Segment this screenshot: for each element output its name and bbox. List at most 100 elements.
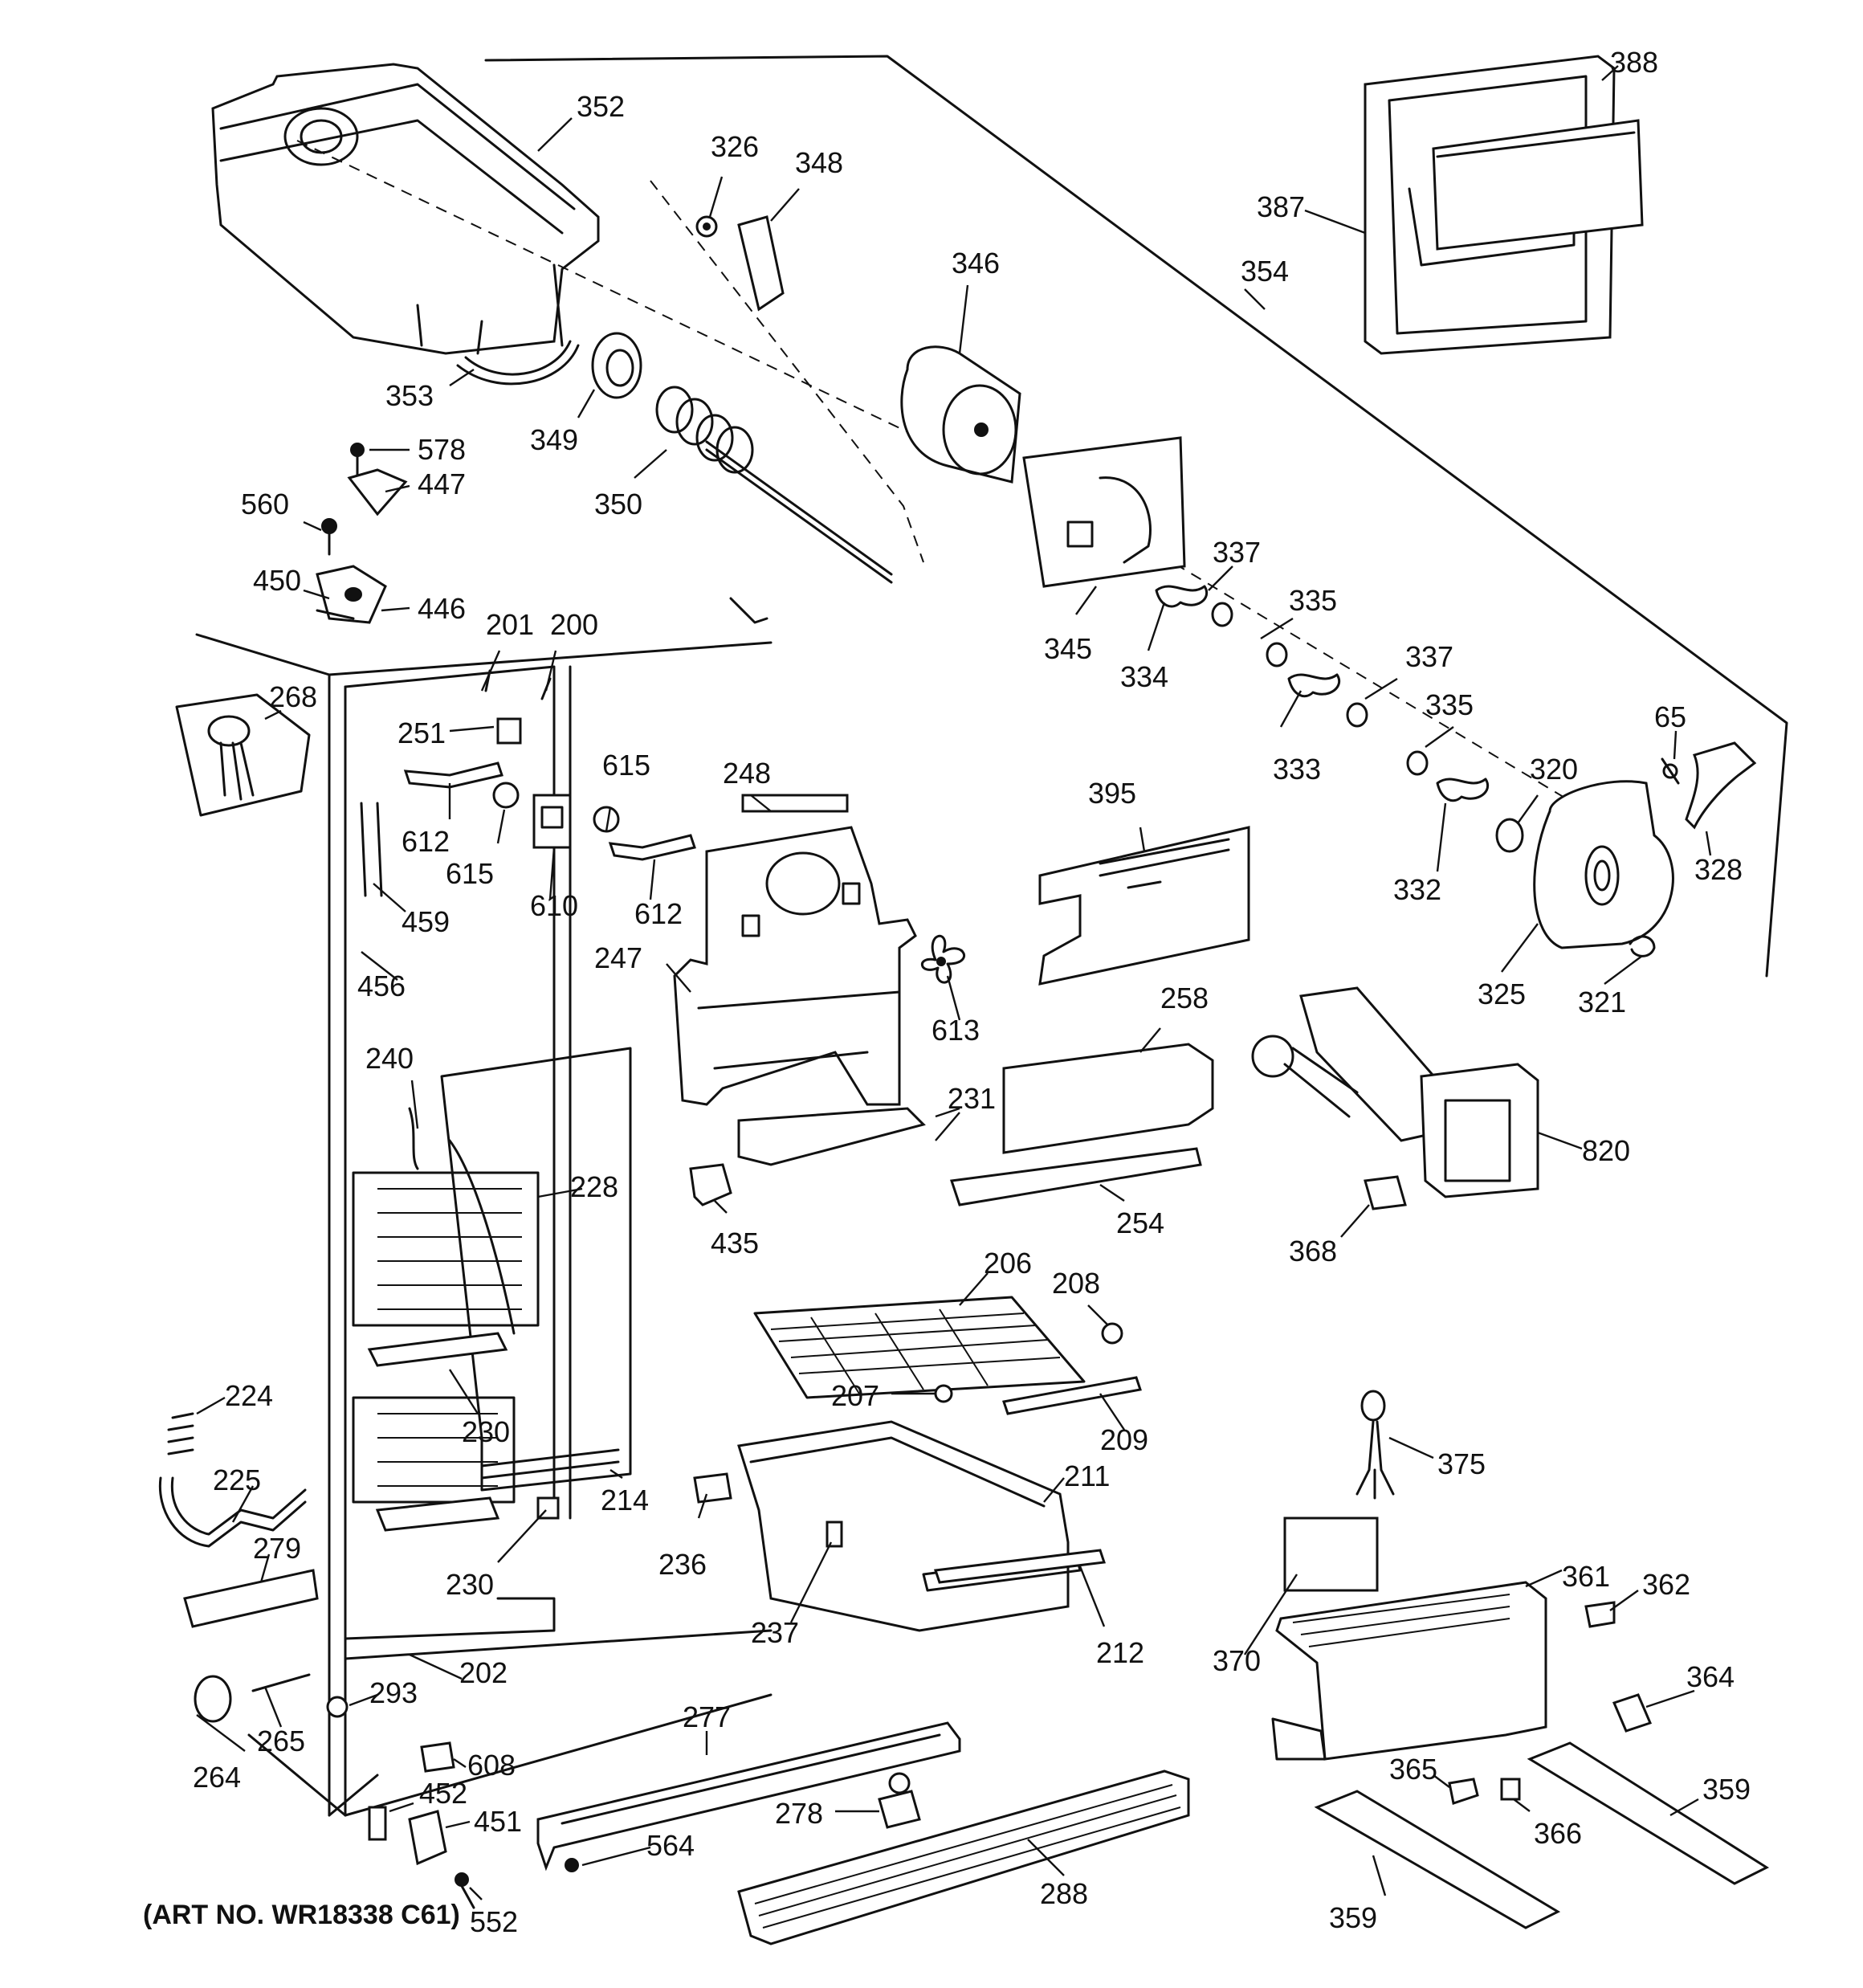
callout-325: 325: [1478, 978, 1526, 1010]
callout-224: 224: [225, 1379, 273, 1412]
callout-265: 265: [257, 1725, 305, 1757]
callout-326: 326: [711, 130, 759, 163]
bucket-bail: [456, 340, 580, 386]
rail-277: [536, 1721, 961, 1872]
hinge-pin-450: [316, 609, 355, 620]
callout-225: 225: [213, 1463, 261, 1496]
callout-612b: 612: [634, 897, 683, 930]
callout-212: 212: [1096, 1636, 1144, 1669]
callout-353: 353: [385, 379, 434, 412]
pin-237: [826, 1521, 843, 1548]
bracket-612a: [403, 761, 503, 789]
clip-362: [1584, 1601, 1616, 1628]
stop-608: [420, 1741, 455, 1773]
freezer-bin-211: [737, 1420, 1082, 1632]
auger-bearing: [591, 332, 642, 399]
evaporator-cover-214: [440, 1047, 632, 1492]
plate-452: [368, 1806, 387, 1841]
callout-359b: 359: [1702, 1773, 1751, 1806]
callout-435: 435: [711, 1227, 759, 1259]
relay-370: [1283, 1517, 1379, 1592]
callout-450: 450: [253, 564, 301, 597]
callout-613: 613: [932, 1014, 980, 1047]
callout-447: 447: [418, 467, 466, 500]
defrost-bracket-230b: [375, 1496, 500, 1532]
callout-268: 268: [269, 680, 317, 713]
spring-224: [167, 1412, 194, 1455]
callout-332: 332: [1393, 873, 1441, 906]
wire-harness-375: [1355, 1390, 1395, 1500]
screw-564: [565, 1858, 579, 1872]
callout-335a: 335: [1289, 584, 1337, 617]
callout-388: 388: [1610, 46, 1658, 79]
callout-334: 334: [1120, 660, 1168, 693]
callout-288: 288: [1040, 1877, 1088, 1910]
light-socket-box: [175, 693, 311, 817]
callout-370: 370: [1213, 1644, 1261, 1677]
callout-345: 345: [1044, 632, 1092, 665]
spring-337a: [1211, 602, 1233, 627]
callout-608: 608: [467, 1749, 516, 1782]
callout-254: 254: [1116, 1206, 1164, 1239]
pin-265: [251, 1673, 311, 1692]
callout-231: 231: [948, 1082, 996, 1115]
callout-346: 346: [952, 247, 1000, 280]
callout-206: 206: [984, 1247, 1032, 1280]
callout-350: 350: [594, 488, 642, 520]
hinge-293: [326, 1696, 349, 1718]
bracket-612b: [608, 834, 696, 861]
auger-motor-drum: [900, 345, 1021, 484]
roller-278: [878, 1772, 921, 1829]
drain-tube-225: [158, 1476, 307, 1548]
callout-209: 209: [1100, 1423, 1148, 1456]
ice-chute-cover-258: [1002, 1043, 1214, 1154]
art-number-caption: (ART NO. WR18338 C61): [143, 1900, 460, 1930]
hinge-451: [408, 1810, 447, 1866]
callout-320: 320: [1530, 753, 1578, 786]
bracket-279: [183, 1569, 319, 1628]
callout-552: 552: [470, 1905, 518, 1938]
callout-321: 321: [1578, 986, 1626, 1018]
callout-610: 610: [530, 889, 578, 922]
callout-214: 214: [601, 1484, 649, 1517]
callout-354: 354: [1241, 255, 1289, 288]
roller-264: [194, 1675, 232, 1723]
callout-446: 446: [418, 592, 466, 625]
callout-211: 211: [1064, 1459, 1110, 1492]
callout-208: 208: [1052, 1267, 1100, 1300]
duct-tray-231: [737, 1107, 926, 1166]
bracket-447: [347, 468, 408, 516]
callout-333: 333: [1273, 753, 1321, 786]
callout-615b: 615: [602, 749, 650, 782]
heater-wire-240: [408, 1107, 516, 1335]
callout-564: 564: [646, 1829, 695, 1862]
clip-366: [1500, 1778, 1521, 1801]
screw-552: [455, 1872, 475, 1909]
callout-361: 361: [1562, 1560, 1610, 1593]
cover-359a: [1314, 1790, 1561, 1929]
callout-615a: 615: [446, 857, 494, 890]
callout-366: 366: [1534, 1817, 1582, 1850]
callout-279: 279: [253, 1532, 301, 1565]
callout-359a: 359: [1329, 1901, 1377, 1934]
washer-335a: [1266, 642, 1288, 667]
screw-578: [350, 443, 365, 480]
callout-352: 352: [577, 90, 625, 123]
thermostat-251: [496, 717, 522, 745]
evaporator-coil-228: [352, 1171, 540, 1504]
ice-bucket: [211, 63, 600, 355]
defrost-bracket-230a: [367, 1332, 508, 1367]
washer-326: [695, 215, 718, 238]
bushing-320: [1495, 818, 1524, 853]
callout-451: 451: [474, 1805, 522, 1838]
grille-panel-395: [1038, 826, 1250, 986]
callout-228: 228: [570, 1170, 618, 1203]
callout-820: 820: [1582, 1134, 1630, 1167]
duct-cover-248: [741, 794, 849, 813]
clip-236: [693, 1472, 732, 1504]
callout-395: 395: [1088, 777, 1136, 810]
callout-277: 277: [683, 1700, 731, 1733]
callout-65: 65: [1654, 700, 1686, 733]
callout-375: 375: [1437, 1447, 1486, 1480]
